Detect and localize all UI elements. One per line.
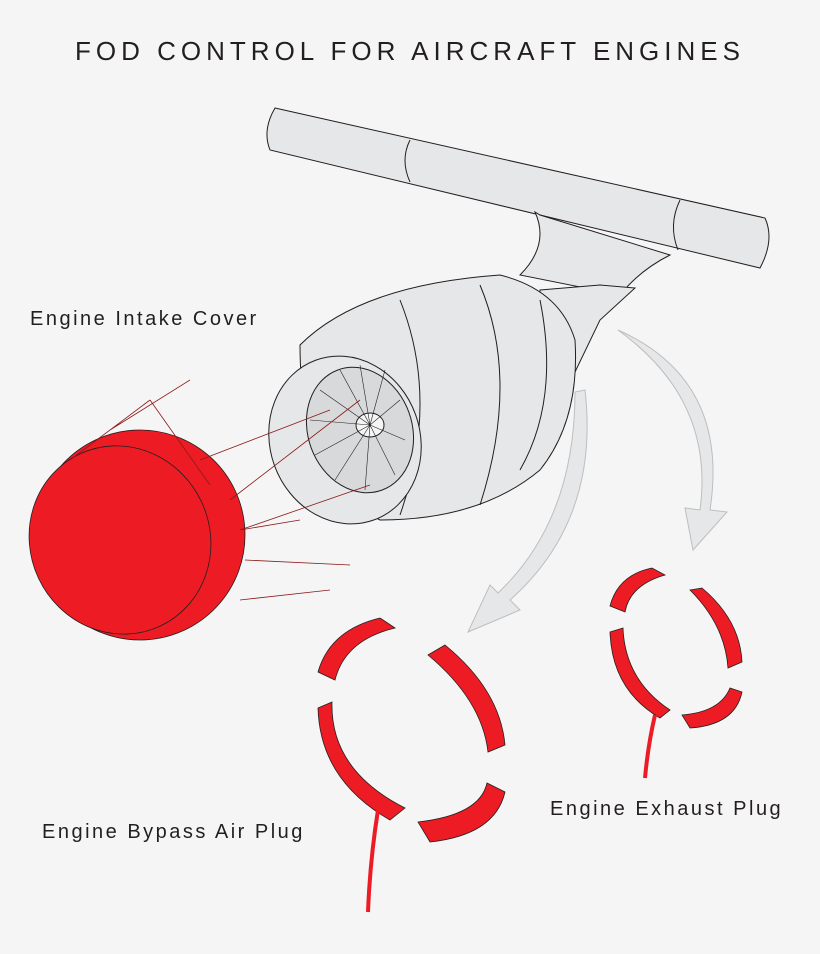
fan-blades <box>309 364 406 491</box>
exhaust-plug <box>609 567 743 779</box>
bypass-air-plug <box>317 617 506 913</box>
arrow-to-exhaust-plug <box>617 329 729 552</box>
bypass-plug-label: Engine Bypass Air Plug <box>42 821 305 843</box>
intake-cover <box>28 379 371 641</box>
exhaust-plug-label: Engine Exhaust Plug <box>550 798 784 820</box>
wing-tube <box>266 107 770 269</box>
intake-cover-label: Engine Intake Cover <box>30 308 259 330</box>
arrow-to-bypass-plug <box>466 389 588 633</box>
page-title: FOD CONTROL FOR AIRCRAFT ENGINES <box>75 36 745 66</box>
